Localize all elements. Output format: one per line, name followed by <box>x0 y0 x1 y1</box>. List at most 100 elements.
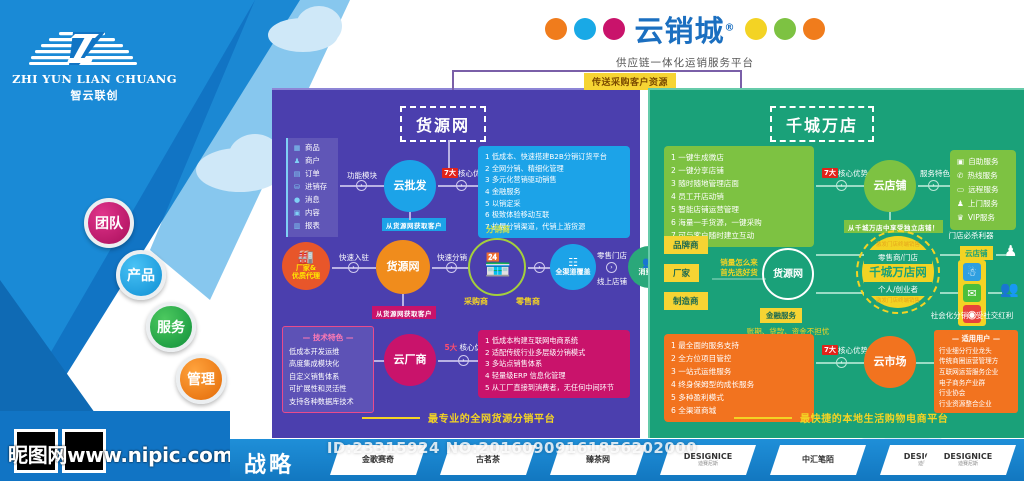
node-huoyuanwang-center[interactable]: 货源网 <box>376 240 430 294</box>
right-advantage-caption-bottom: 核心优势 <box>838 346 868 355</box>
service-item-hotline[interactable]: ✆热线服务 <box>957 169 1009 183</box>
right-list-top-item-2: 2 一键分享店铺 <box>671 166 724 176</box>
applicable-user-title: — 适用用户 — <box>951 334 1001 343</box>
menu-item-report[interactable]: ▥ 报表 <box>293 220 332 233</box>
header-dot-5 <box>773 18 796 40</box>
header-dot-4 <box>744 18 767 40</box>
left-list-top-item-4: 4 金融服务 <box>485 186 521 196</box>
right-list-bottom-item-6: 6 全渠道商城 <box>671 406 717 416</box>
service-item-onsite-label: 上门服务 <box>967 199 999 209</box>
partner-btn-2[interactable]: 古茗茶 <box>440 445 536 475</box>
qiancheng-ring-inner <box>862 236 934 308</box>
page-title-text: 云销城 <box>634 14 725 48</box>
node-yunshichang[interactable]: 云市场 <box>864 336 916 388</box>
left-list-bottom-item-2: 2 适配传统行业多层级分销模式 <box>485 347 586 357</box>
nipic-watermark-text: 昵图网www.nipic.com <box>8 439 233 468</box>
ring-tag-retailer[interactable]: 零售商/门店 <box>864 250 932 264</box>
menu-item-order[interactable]: ▤订单 <box>293 168 332 181</box>
weapon-tag-label: 云店铺 <box>965 248 988 258</box>
node-huoyuanwang-right[interactable]: 货源网 <box>766 252 810 296</box>
supplier-tag-brand[interactable]: 品牌商 <box>664 236 708 254</box>
menu-item-report-label: 报表 <box>305 220 320 230</box>
finance-subtext: 账期、贷款、资金不担忧 <box>746 327 830 336</box>
ring-tag-individual[interactable]: 个人/创业者 <box>864 282 932 296</box>
wechat-icon[interactable]: ✉ <box>963 284 981 302</box>
partner-btn-7[interactable]: DESIGNICE 迪赛尼斯 <box>920 445 1016 475</box>
right-advantage-badge-bottom-count: 7大 <box>824 346 836 354</box>
tech-feature-title: — 技术特色 — <box>302 333 354 342</box>
node-source-ring <box>762 248 814 300</box>
cloud-decor-2 <box>296 6 342 46</box>
node-yundianpu[interactable]: 云店铺 <box>864 160 916 212</box>
nipic-block-2 <box>62 429 106 473</box>
right-advantage-badge-bottom: 7大 <box>822 345 838 355</box>
connector-source-ring-down <box>816 292 864 294</box>
right-list-bottom-item-4: 4 终身保姆型的成长服务 <box>671 380 755 390</box>
partner-strip: 战略 金歌赛奇 古茗茶 臻茶网 DESIGNICE 迪赛尼斯 中汇笔陌 DESI… <box>230 439 1024 481</box>
menu-item-inventory[interactable]: ⛁进销存 <box>293 181 332 194</box>
connector-tech-bottomnode <box>374 360 386 362</box>
connector-hub-6: › <box>606 262 617 273</box>
qq-icon[interactable]: ☃ <box>963 263 981 281</box>
social-note: 社会化分销享受社交红利 <box>930 311 1014 320</box>
logo-english-text: ZHI YUN LIAN CHUANG <box>12 72 177 86</box>
panel-connector-right-stub <box>740 70 742 90</box>
connector-hub-3: › <box>348 262 359 273</box>
left-list-bottom-item-3: 3 多站点销售体系 <box>485 359 543 369</box>
supplier-tag-manufacturer[interactable]: 制造商 <box>664 292 708 310</box>
partner-btn-4-label: DESIGNICE <box>683 451 733 461</box>
node-yunpifa[interactable]: 云批发 <box>384 160 436 212</box>
weapon-label: 门店必杀利器 <box>948 231 994 240</box>
node-yunchangshang-label: 云厂商 <box>393 352 427 366</box>
partner-btn-4[interactable]: DESIGNICE 迪赛尼斯 <box>660 445 756 475</box>
chart-icon: ▥ <box>293 222 301 231</box>
right-list-top-item-3: 3 随时随地管理店面 <box>671 179 739 189</box>
header-dot-2 <box>574 18 597 40</box>
vip-icon: ♛ <box>957 213 964 223</box>
connector-weapon-person <box>996 254 1006 256</box>
menu-item-content[interactable]: ▣内容 <box>293 207 332 220</box>
social-icon-stack: ☃ ✉ ◉ <box>958 260 986 326</box>
flow-label-3-top: 零售门店 <box>597 251 627 260</box>
connector-title-to-node <box>448 140 450 168</box>
menu-item-message[interactable]: ●消息 <box>293 194 332 207</box>
finance-tag[interactable]: 金融服务 <box>760 308 802 323</box>
service-item-self-label: 自助服务 <box>968 157 999 166</box>
weapon-tag[interactable]: 云店铺 <box>960 246 993 260</box>
advantage-caption-bottom: 5大 核心优势 <box>438 342 496 353</box>
service-item-remote[interactable]: ▭远程服务 <box>957 183 1009 197</box>
header-dot-6 <box>802 18 825 40</box>
partner-btn-1[interactable]: 金歌赛奇 <box>330 445 426 475</box>
nav-circle-team[interactable]: 团队 <box>84 198 134 248</box>
hotline-icon: ✆ <box>957 171 964 181</box>
nav-circle-manage[interactable]: 管理 <box>176 354 226 404</box>
partner-btn-7-sub: 迪赛尼斯 <box>957 460 978 467</box>
node-coverage[interactable]: ☷ 全渠道覆盖 <box>550 244 596 290</box>
right-advantage-badge-top-count: 7大 <box>824 169 836 177</box>
node-yunchangshang[interactable]: 云厂商 <box>384 334 436 386</box>
left-list-bottom-item-4: 4 轻量级ERP 信息化管理 <box>485 370 566 380</box>
left-panel-title: 货源网 <box>400 106 487 142</box>
supplier-tag-factory[interactable]: 厂家 <box>664 264 700 282</box>
node-huoyuanwang-center-label: 货源网 <box>386 259 420 273</box>
right-flow-text-value: 销量怎么来 首先选好货 <box>720 258 758 278</box>
partner-btn-5[interactable]: 中汇笔陌 <box>770 445 866 475</box>
nav-circle-service-label: 服务 <box>157 320 185 336</box>
left-list-top-item-5: 5 以销定采 <box>485 198 521 208</box>
menu-item-goods[interactable]: ▦商品 <box>293 142 332 155</box>
node-factory[interactable]: 🏭 厂家& 优质代理 <box>282 242 330 290</box>
weibo-icon[interactable]: ◉ <box>963 305 981 323</box>
poster-header: 云销城® 供应链一体化运销服务平台 <box>470 8 900 70</box>
supplier-tag-factory-label: 厂家 <box>673 269 691 279</box>
left-footer-line <box>362 416 420 419</box>
service-item-self[interactable]: ▣自助服务 <box>957 155 1009 169</box>
service-item-onsite[interactable]: ♟上门服务 <box>957 197 1009 211</box>
nav-circle-product[interactable]: 产品 <box>116 250 166 300</box>
right-list-bottom-item-2: 2 全方位项目管控 <box>671 354 732 364</box>
partner-btn-3[interactable]: 臻茶网 <box>550 445 646 475</box>
menu-item-merchant[interactable]: ♟商户 <box>293 155 332 168</box>
service-item-vip[interactable]: ♛VIP服务 <box>957 211 1009 225</box>
logo-mark-icon <box>12 28 177 70</box>
doc-icon: ▤ <box>293 170 301 179</box>
nav-circle-service[interactable]: 服务 <box>146 302 196 352</box>
